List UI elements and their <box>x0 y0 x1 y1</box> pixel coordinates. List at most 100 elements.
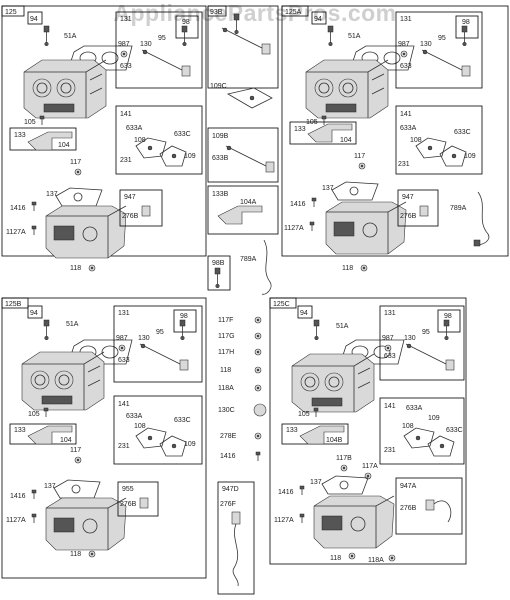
screw-icon <box>31 225 37 236</box>
part-label: 118A <box>218 385 234 392</box>
plate-kit-icon <box>135 427 187 457</box>
screw-icon <box>309 221 315 232</box>
part-label: 117B <box>336 455 352 462</box>
part-label: 98B <box>212 260 225 267</box>
part-label: 109C <box>210 83 227 90</box>
part-label: 633A <box>126 125 143 132</box>
part-label: 118 <box>70 551 81 558</box>
part-label: 141 <box>400 111 412 118</box>
part-label: 137 <box>46 191 58 198</box>
carburetor-body-icon <box>21 351 105 411</box>
part-label: 633A <box>400 125 417 132</box>
part-label: 633C <box>174 417 191 424</box>
part-label: 633 <box>120 63 132 70</box>
connector-icon <box>473 239 481 247</box>
carburetor-body-icon <box>305 59 389 119</box>
bowl-gasket-icon <box>55 187 103 207</box>
solenoid-icon <box>419 205 429 217</box>
kit-box <box>289 121 357 145</box>
fitting-icon <box>88 550 96 558</box>
part-label: 633 <box>400 63 412 70</box>
part-label: 141 <box>384 403 396 410</box>
washer-icon <box>400 50 408 58</box>
part-label: 95 <box>156 329 164 336</box>
part-label: 98 <box>462 19 470 26</box>
part-label: 141 <box>118 401 130 408</box>
part-label: 104 <box>58 142 70 149</box>
solenoid-icon <box>141 205 151 217</box>
part-label: 117A <box>362 463 378 470</box>
assembly-frame <box>269 297 467 565</box>
washer-icon <box>384 344 392 352</box>
assembly-125a: 125A 94 51A 131 98 987 130 95 633 105 14… <box>281 5 509 272</box>
fitting-icon <box>360 264 368 272</box>
part-label: 137 <box>310 479 322 486</box>
fitting-icon <box>340 464 348 472</box>
shaft-icon <box>421 49 471 77</box>
part-label: 789A <box>240 256 257 263</box>
part-label: 633A <box>126 413 143 420</box>
part-label: 276F <box>220 501 236 508</box>
assembly-125b: 125B 94 51A 131 98 987 130 95 633 105 14… <box>1 297 207 579</box>
needle-icon <box>461 25 468 47</box>
part-label: 633C <box>446 427 463 434</box>
part-label: 130C <box>218 407 235 414</box>
fitting-icon <box>348 552 356 560</box>
part-label: 94 <box>30 310 38 317</box>
screw-icon <box>43 407 49 418</box>
fitting-icon <box>254 384 262 392</box>
screw-icon <box>313 407 319 418</box>
plate-icon <box>226 87 273 109</box>
washer-icon <box>118 344 126 352</box>
fitting-icon <box>254 332 262 340</box>
part-label: 137 <box>44 483 56 490</box>
needle-icon <box>313 319 320 341</box>
screw-icon <box>39 115 45 126</box>
part-label: 117 <box>70 447 81 454</box>
needle-icon <box>43 319 50 341</box>
needle-icon <box>181 25 188 47</box>
part-label: 51A <box>66 321 79 328</box>
fitting-icon <box>254 348 262 356</box>
kit-box <box>207 185 279 235</box>
fitting-icon <box>254 316 262 324</box>
assembly-frame <box>281 5 509 257</box>
solenoid-icon <box>231 511 241 525</box>
part-label: 130 <box>140 41 152 48</box>
shaft-icon <box>405 343 455 371</box>
part-label: 1416 <box>10 205 26 212</box>
part-label: 105 <box>298 411 310 418</box>
part-label: 94 <box>314 16 322 23</box>
part-label: 117F <box>218 317 233 324</box>
kit-box <box>113 395 203 465</box>
part-label: 987 <box>382 335 394 342</box>
assembly-125: 125 94 51A 131 98 987 130 95 633 105 141… <box>1 5 207 272</box>
part-label: 98 <box>180 313 188 320</box>
assembly-label: 125C <box>273 301 290 308</box>
part-label: 633C <box>454 129 471 136</box>
part-label: 789A <box>450 205 467 212</box>
bowl-gasket-icon <box>321 475 369 495</box>
middle-bottom-parts: 117F 117G 117H 118 118A 130C 278E 1416 9… <box>217 316 267 595</box>
part-label: 947 <box>402 194 414 201</box>
part-label: 95 <box>158 35 166 42</box>
assembly-label: 125B <box>5 301 22 308</box>
part-label: 109 <box>184 441 196 448</box>
part-label: 987 <box>398 41 410 48</box>
part-label: 1416 <box>10 493 26 500</box>
assembly-label: 125 <box>5 9 17 16</box>
screw-icon <box>321 115 327 126</box>
shaft-icon <box>225 145 275 173</box>
part-label: 104B <box>326 437 343 444</box>
part-label: 118 <box>70 265 81 272</box>
part-label: 105 <box>306 119 318 126</box>
screw-icon <box>31 489 37 500</box>
float-bowl-icon <box>325 201 407 255</box>
bracket-icon <box>217 205 263 225</box>
kit-box <box>397 189 439 227</box>
disc-icon <box>253 403 267 417</box>
float-bowl-icon <box>313 495 395 549</box>
part-label: 95 <box>438 35 446 42</box>
part-label: 109B <box>212 133 229 140</box>
wire-harness-icon <box>433 500 452 523</box>
